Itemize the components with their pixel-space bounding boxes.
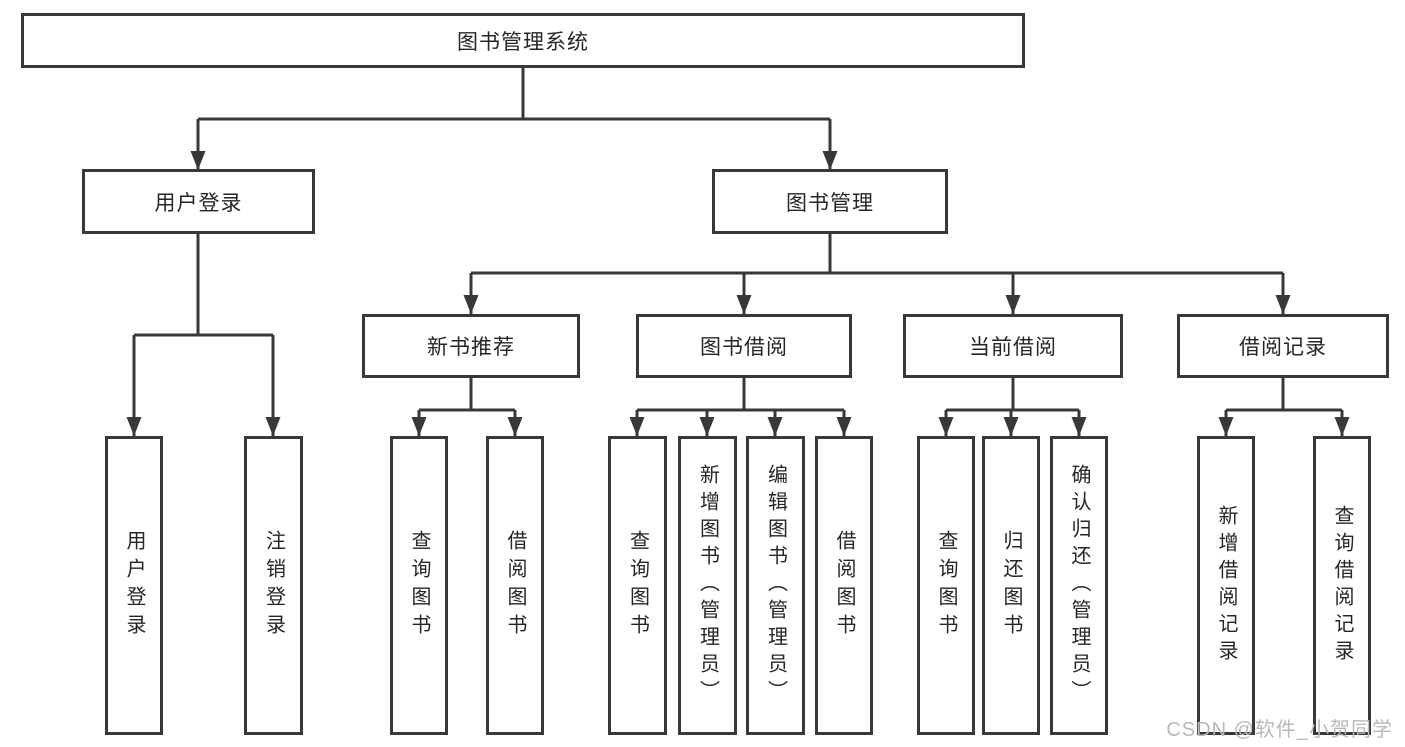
connector-records-children: [1224, 378, 1344, 436]
leaf-add-book-admin: 新增图书（管理员）: [678, 436, 737, 735]
node-borrow-records: 借阅记录: [1177, 314, 1389, 378]
node-user-login: 用户登录: [82, 169, 315, 234]
connector-currentborrow-children: [944, 378, 1081, 436]
arrowhead-icon: [1334, 417, 1350, 436]
connector-book-mgmt-children: [469, 234, 1285, 314]
connector-newbook-children: [417, 378, 517, 436]
arrowhead-icon: [836, 417, 852, 436]
watermark: CSDN @软件_小贺同学: [1166, 719, 1393, 741]
arrowhead-icon: [411, 417, 427, 436]
arrowhead-icon: [463, 295, 479, 314]
leaf-return-books: 归还图书: [982, 436, 1040, 735]
arrowhead-icon: [1071, 417, 1087, 436]
arrowhead-icon: [629, 417, 645, 436]
node-current-borrow: 当前借阅: [903, 314, 1123, 378]
leaf-query-books: 查询图书: [608, 436, 667, 735]
arrowhead-icon: [190, 151, 206, 170]
arrowhead-icon: [1003, 417, 1019, 436]
leaf-add-borrow-record: 新增借阅记录: [1197, 436, 1255, 735]
arrowhead-icon: [699, 417, 715, 436]
arrowhead-icon: [736, 295, 752, 314]
leaf-edit-book-admin: 编辑图书（管理员）: [746, 436, 805, 735]
leaf-borrow-books: 借阅图书: [486, 436, 544, 735]
leaf-confirm-return-admin: 确认归还（管理员）: [1050, 436, 1108, 735]
arrowhead-icon: [1275, 295, 1291, 314]
leaf-query-borrow-record: 查询借阅记录: [1313, 436, 1371, 735]
arrowhead-icon: [507, 417, 523, 436]
arrowhead-icon: [126, 417, 142, 436]
node-book-management: 图书管理: [712, 169, 948, 234]
arrowhead-icon: [767, 417, 783, 436]
node-new-book-recommend: 新书推荐: [362, 314, 580, 378]
leaf-query-books: 查询图书: [917, 436, 975, 735]
arrowhead-icon: [822, 151, 838, 170]
node-book-borrow: 图书借阅: [636, 314, 852, 378]
leaf-logout-login: 注销登录: [244, 436, 303, 735]
node-root-title: 图书管理系统: [21, 13, 1025, 68]
leaf-query-books: 查询图书: [390, 436, 448, 735]
leaf-borrow-books: 借阅图书: [815, 436, 873, 735]
connector-root-to-level2: [196, 68, 832, 170]
arrowhead-icon: [938, 417, 954, 436]
connector-user-login-children: [132, 234, 275, 436]
arrowhead-icon: [265, 417, 281, 436]
arrowhead-icon: [1218, 417, 1234, 436]
arrowhead-icon: [1005, 295, 1021, 314]
connector-bookborrow-children: [635, 378, 846, 436]
leaf-user-login: 用户登录: [105, 436, 163, 735]
